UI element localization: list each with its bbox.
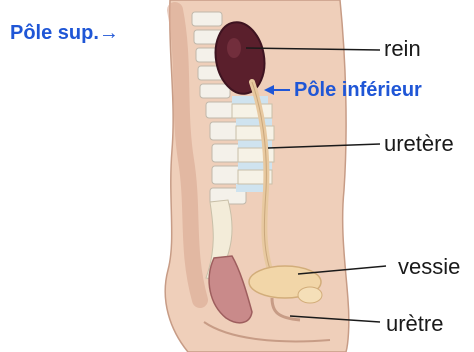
- vessie-label: vessie: [398, 256, 460, 278]
- rein-label: rein: [384, 38, 421, 60]
- pole-sup-label: Pôle sup.→: [10, 23, 119, 43]
- uretere-label: uretère: [384, 133, 454, 155]
- uretre-label: urètre: [386, 313, 443, 335]
- pole-inferieur-label: Pôle inférieur: [294, 80, 422, 100]
